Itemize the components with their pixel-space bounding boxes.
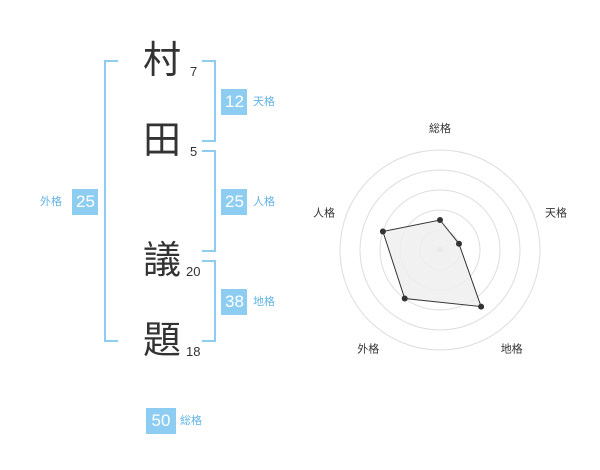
gaikaku-bracket xyxy=(104,60,118,342)
jinkaku-label: 人格 xyxy=(253,195,275,208)
name-char-3: 議 xyxy=(142,238,181,282)
radar-axis-label-5: 人格 xyxy=(313,205,335,219)
radar-ring-5 xyxy=(339,149,541,351)
radar-area xyxy=(382,219,482,308)
radar-point-4 xyxy=(401,295,408,302)
radar-point-3 xyxy=(478,303,485,310)
radar-ring-3 xyxy=(379,189,501,311)
radar-axis-label-1: 総格 xyxy=(429,121,451,135)
soukaku-label: 総格 xyxy=(180,414,202,427)
radar-point-2 xyxy=(456,240,462,247)
gaikaku-value-badge: 25 xyxy=(72,189,98,215)
radar-point-5 xyxy=(379,228,386,235)
tenkaku-value-badge: 12 xyxy=(221,89,247,115)
chikaku-value-badge: 38 xyxy=(221,289,247,315)
radar-axis-label-4: 外格 xyxy=(357,342,379,356)
chikaku-label: 地格 xyxy=(253,295,275,308)
tenkaku-label: 天格 xyxy=(253,95,275,108)
radar-axis-label-2: 天格 xyxy=(545,205,567,219)
name-char-2: 田 xyxy=(142,118,181,162)
radar-axis-label-3: 地格 xyxy=(501,342,523,356)
stroke-count-1: 7 xyxy=(190,64,198,79)
radar-ring-4 xyxy=(359,169,521,331)
soukaku-value-badge: 50 xyxy=(146,408,176,434)
stroke-count-4: 18 xyxy=(186,344,201,359)
tenkaku-bracket xyxy=(202,60,216,142)
jinkaku-bracket xyxy=(202,150,216,252)
jinkaku-value-badge: 25 xyxy=(221,189,247,215)
name-char-4: 題 xyxy=(142,318,181,362)
stroke-count-2: 5 xyxy=(190,144,198,159)
radar-points xyxy=(379,217,485,310)
name-char-1: 村 xyxy=(142,38,181,82)
stroke-count-3: 20 xyxy=(186,264,201,279)
radar-point-1 xyxy=(437,217,443,223)
radar-rings xyxy=(339,149,541,351)
gaikaku-label: 外格 xyxy=(40,195,62,208)
chikaku-bracket xyxy=(202,260,216,342)
